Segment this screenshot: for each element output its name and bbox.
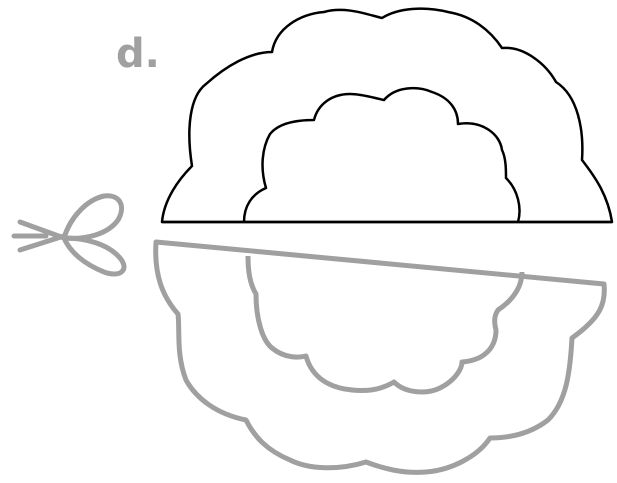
lower-outer-cloud	[156, 242, 605, 472]
scissors-icon	[14, 196, 124, 274]
upper-outer-cloud	[162, 9, 612, 222]
upper-inner-cloud	[244, 88, 520, 222]
lower-inner-cloud	[248, 256, 522, 392]
